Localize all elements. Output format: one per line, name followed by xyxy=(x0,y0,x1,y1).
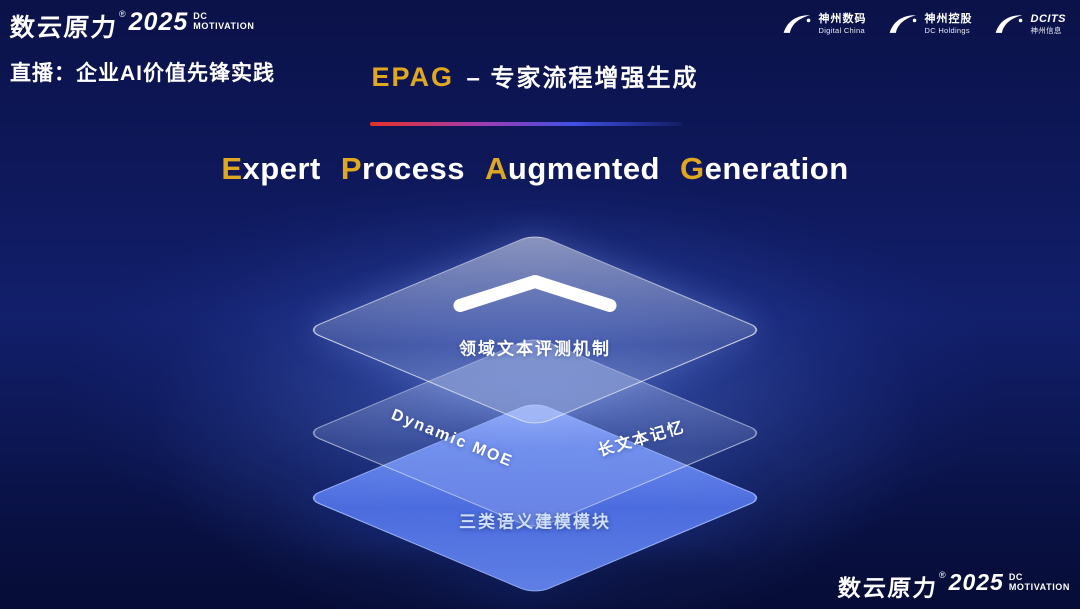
label-semantic-modeling-modules: 三类语义建模模块 xyxy=(459,512,611,532)
brand-registered-mark: ® xyxy=(939,570,946,580)
brand-subtitle: DC MOTIVATION xyxy=(193,11,254,32)
logo-digital-china: 神州数码 Digital China xyxy=(781,12,867,36)
swoosh-icon xyxy=(781,12,813,36)
brand-logo-header: 数云原力 ® 2025 DC MOTIVATION xyxy=(8,8,254,44)
brand-logo-footer: 数云原力 ® 2025 DC MOTIVATION xyxy=(836,569,1070,603)
chevron-up-icon xyxy=(451,272,619,321)
brand-year: 2025 xyxy=(948,569,1004,595)
gradient-divider xyxy=(370,122,682,126)
label-domain-text-evaluation: 领域文本评测机制 xyxy=(459,339,611,359)
title-word-cap: E xyxy=(221,151,243,186)
logo-text: 神州数码 Digital China xyxy=(819,13,867,35)
title-word-cap: P xyxy=(340,151,363,186)
live-stream-label: 直播：企业AI价值先锋实践 xyxy=(10,62,275,85)
title-word-cap: A xyxy=(484,151,508,186)
logo-text: DCITS 神州信息 xyxy=(1031,13,1067,35)
title-word-rest: xpert xyxy=(242,151,321,186)
brand-name: 数云原力 xyxy=(8,14,119,42)
logo-dcits: DCITS 神州信息 xyxy=(993,12,1067,36)
brand-subtitle-line2: MOTIVATION xyxy=(193,21,255,32)
swoosh-icon xyxy=(887,12,919,36)
page-title: EPAG – 专家流程增强生成 xyxy=(372,58,699,93)
title-word: Augmented xyxy=(485,151,660,186)
title-word-rest: rocess xyxy=(362,151,465,186)
main-title: Expert Process Augmented Generation xyxy=(211,151,858,187)
logo-name: DCITS xyxy=(1030,12,1066,25)
corporate-logos: 神州数码 Digital China 神州控股 DC Holdings DCIT… xyxy=(781,12,1067,36)
page-title-chinese: – 专家流程增强生成 xyxy=(466,65,699,92)
title-word-cap: G xyxy=(680,151,705,186)
logo-text: 神州控股 DC Holdings xyxy=(925,13,973,35)
logo-name: 神州控股 xyxy=(924,12,973,25)
logo-subtitle: Digital China xyxy=(818,26,865,36)
brand-subtitle-line2: MOTIVATION xyxy=(1008,582,1070,593)
title-word-rest: eneration xyxy=(704,151,849,186)
title-word-rest: ugmented xyxy=(507,151,661,186)
brand-subtitle: DC MOTIVATION xyxy=(1009,572,1070,593)
title-word: Generation xyxy=(680,151,849,186)
brand-year: 2025 xyxy=(128,8,189,36)
brand-registered-mark: ® xyxy=(119,9,126,19)
swoosh-icon xyxy=(993,12,1025,36)
logo-dc-holdings: 神州控股 DC Holdings xyxy=(887,12,973,36)
logo-subtitle: 神州信息 xyxy=(1030,26,1062,36)
brand-subtitle-line1: DC xyxy=(1008,572,1024,582)
title-word: Process xyxy=(341,151,465,186)
brand-name: 数云原力 xyxy=(836,575,939,601)
logo-name: 神州数码 xyxy=(818,12,867,25)
title-word: Expert xyxy=(221,151,321,186)
brand-subtitle-line1: DC xyxy=(193,11,208,21)
page-title-acronym: EPAG xyxy=(371,62,455,92)
logo-subtitle: DC Holdings xyxy=(924,26,970,36)
